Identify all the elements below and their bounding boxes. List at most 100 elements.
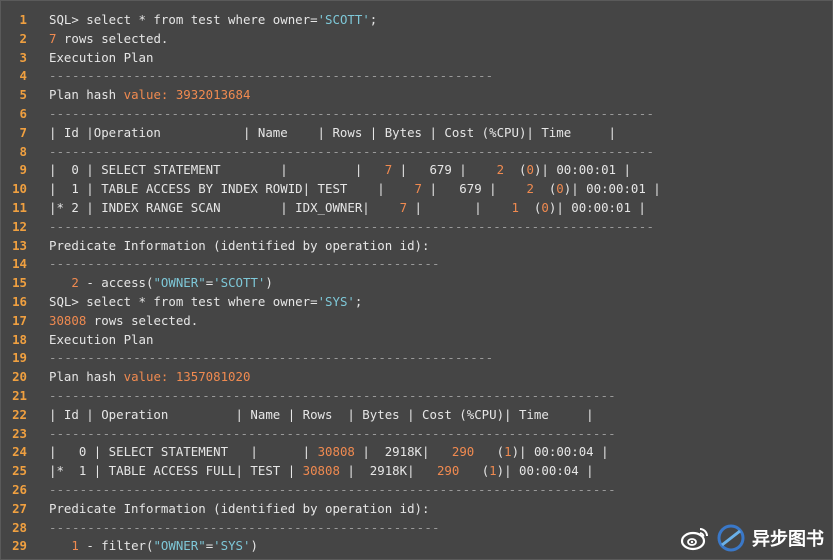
code-line: 14 --------------------------------------… (1, 255, 833, 274)
code-token: 'SCOTT' (317, 12, 370, 27)
line-number: 13 (12, 237, 27, 253)
line-number: 27 (12, 500, 27, 516)
code-token: rows selected. (56, 30, 169, 46)
line-code: ----------------------------------------… (49, 218, 654, 237)
line-code: Predicate Information (identified by ope… (49, 500, 429, 519)
weibo-icon (680, 528, 708, 551)
code-token: 2 (496, 162, 505, 178)
code-token: = (205, 538, 214, 554)
code-token: value: 1357081020 (123, 369, 251, 385)
code-line: 10 | 1 | TABLE ACCESS BY INDEX ROWID| TES… (1, 180, 833, 199)
line-code: Plan hash value: 1357081020 (49, 368, 250, 387)
code-line: 13 Predicate Information (identified by o… (1, 237, 833, 256)
line-number: 4 (19, 68, 27, 84)
line-code: 7 rows selected. (49, 30, 168, 49)
line-number: 14 (12, 256, 27, 272)
code-line: 18 Execution Plan (1, 331, 833, 350)
line-code: Execution Plan (49, 49, 153, 68)
line-number: 6 (19, 105, 27, 121)
line-number: 8 (19, 143, 27, 159)
code-token: )| 00:00:04 | (511, 444, 609, 460)
code-token: | 0 | SELECT STATEMENT | | (49, 444, 318, 460)
code-line: 21 --------------------------------------… (1, 387, 833, 406)
code-token: SQL> select * from test where owner= (49, 293, 318, 309)
code-token: SQL> select * from test where owner= (49, 12, 318, 27)
code-line: 7| Id |Operation | Name | Rows | Bytes |… (1, 124, 833, 143)
code-token: ----------------------------------------… (49, 481, 616, 497)
code-line: 29 1 - filter("OWNER"='SYS') (1, 537, 833, 556)
code-token: 0 (541, 199, 549, 215)
line-number: 1 (19, 12, 27, 27)
code-token: ; (369, 12, 378, 27)
line-code: |* 1 | TABLE ACCESS FULL| TEST | 30808 |… (49, 462, 594, 481)
line-number: 21 (12, 387, 27, 403)
code-token: |* 1 | TABLE ACCESS FULL| TEST | (49, 463, 303, 479)
code-line: 11|* 2 | INDEX RANGE SCAN | IDX_OWNER| 7… (1, 199, 833, 218)
line-number: 24 (12, 444, 27, 460)
line-code: | 0 | SELECT STATEMENT | | 7 | 679 | 2 (… (49, 161, 631, 180)
code-token: ----------------------------------------… (49, 218, 655, 234)
line-code: ----------------------------------------… (49, 255, 440, 274)
code-line: 22| Id | Operation | Name | Rows | Bytes… (1, 406, 833, 425)
line-number: 10 (12, 181, 27, 197)
watermark-text: 异步图书 (752, 529, 824, 550)
code-line: 25|* 1 | TABLE ACCESS FULL| TEST | 30808… (1, 462, 833, 481)
code-line: 15 2 - access("OWNER"='SCOTT') (1, 274, 833, 293)
code-token: Execution Plan (49, 331, 154, 347)
line-code: Predicate Information (identified by ope… (49, 237, 429, 256)
line-code: | 0 | SELECT STATEMENT | | 30808 | 2918K… (49, 443, 609, 462)
code-token: 2 (71, 275, 79, 291)
code-token: ----------------------------------------… (49, 425, 616, 441)
code-token: 290 (436, 463, 460, 479)
code-token: 30808 (49, 312, 87, 328)
line-code: ----------------------------------------… (49, 481, 616, 500)
code-line: 24 | 0 | SELECT STATEMENT | | 30808 | 291… (1, 443, 833, 462)
line-code: | Id | Operation | Name | Rows | Bytes |… (49, 406, 594, 425)
code-token: 2 (526, 181, 534, 197)
code-token: ( (519, 199, 542, 215)
code-token: ( (459, 463, 490, 479)
code-token: | 1 | TABLE ACCESS BY INDEX ROWID| TEST … (49, 181, 415, 197)
line-code: ----------------------------------------… (49, 143, 654, 162)
code-token: 'SCOTT' (213, 275, 266, 291)
line-number: 2 (19, 30, 27, 46)
line-code: | Id |Operation | Name | Rows | Bytes | … (49, 124, 616, 143)
watermark-logo-icon (717, 524, 745, 552)
code-line: 20 Plan hash value: 1357081020 (1, 368, 833, 387)
code-token: ) (250, 538, 258, 554)
line-code: ----------------------------------------… (49, 425, 616, 444)
code-token: | 2918K| (354, 444, 452, 460)
code-token: 1 (504, 444, 512, 460)
line-code: SQL> select * from test where owner='SCO… (49, 11, 377, 30)
code-line: 19 --------------------------------------… (1, 349, 833, 368)
line-number: 18 (12, 331, 27, 347)
line-number: 19 (12, 350, 27, 366)
code-token: ----------------------------------------… (49, 105, 655, 121)
line-number: 17 (12, 312, 27, 328)
line-code: ----------------------------------------… (49, 67, 493, 86)
line-code: 2 - access("OWNER"='SCOTT') (49, 274, 272, 293)
line-code: ----------------------------------------… (49, 387, 616, 406)
line-code: | 1 | TABLE ACCESS BY INDEX ROWID| TEST … (49, 180, 661, 199)
line-code: Execution Plan (49, 331, 153, 350)
code-line: 26 --------------------------------------… (1, 481, 833, 500)
code-token: 7 (414, 181, 422, 197)
code-token: "OWNER" (153, 538, 206, 554)
code-line: 6 ---------------------------------------… (1, 105, 833, 124)
line-number: 26 (12, 481, 27, 497)
code-token: )| 00:00:01 | (548, 199, 646, 215)
code-token: ; (354, 293, 363, 309)
code-token: - access( (78, 275, 154, 291)
code-token (49, 538, 71, 553)
line-number: 20 (12, 369, 27, 385)
code-token: Plan hash (49, 87, 124, 103)
line-code: ----------------------------------------… (49, 349, 493, 368)
line-code: ----------------------------------------… (49, 519, 440, 538)
code-line: 9| 0 | SELECT STATEMENT | | 7 | 679 | 2 … (1, 161, 833, 180)
code-line: 4 ---------------------------------------… (1, 67, 833, 86)
code-line: 27 Predicate Information (identified by o… (1, 500, 833, 519)
code-token: 7 (49, 30, 57, 46)
